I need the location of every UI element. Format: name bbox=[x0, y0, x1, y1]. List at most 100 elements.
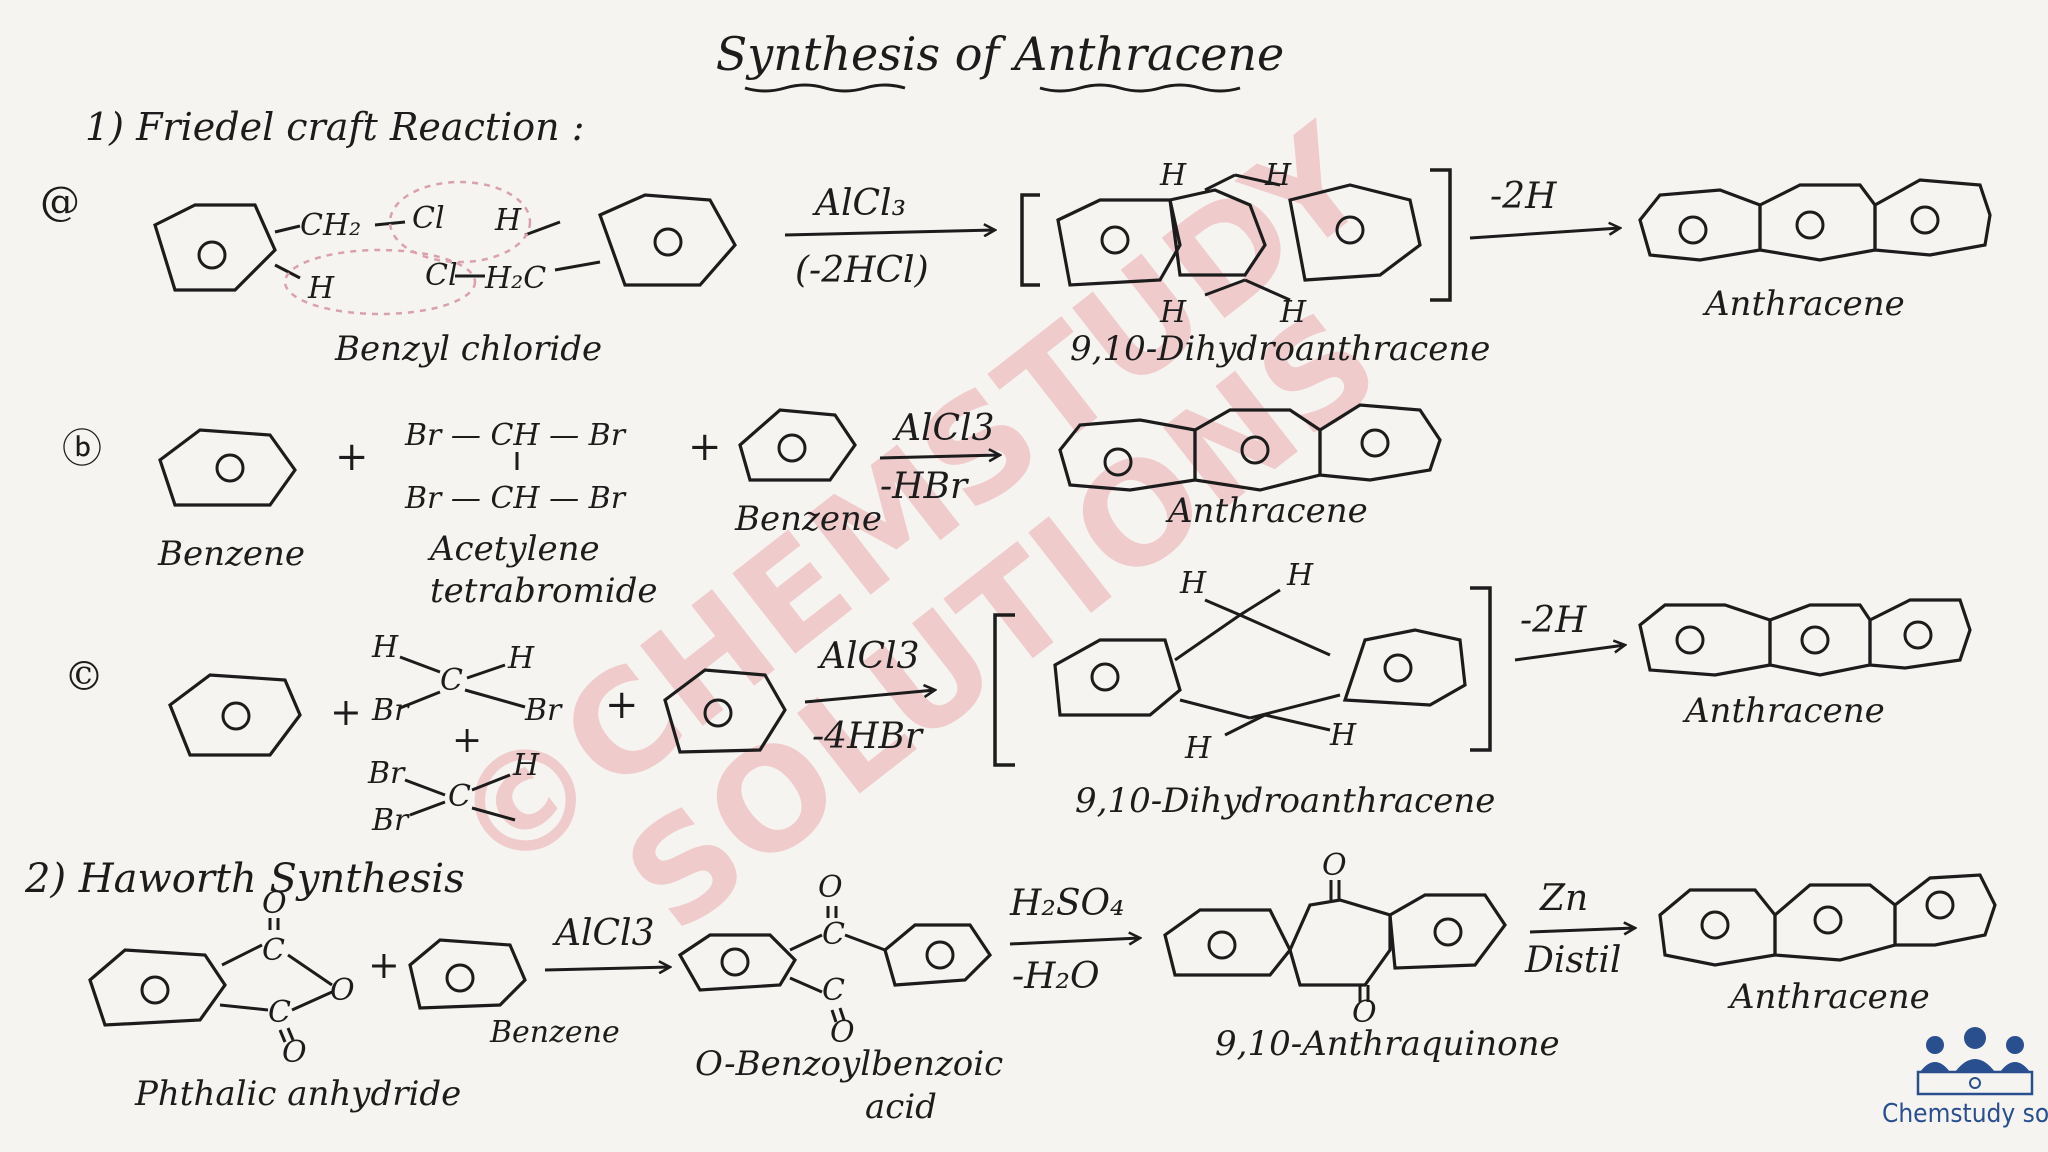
anthracene-label: Anthracene bbox=[1727, 977, 1930, 1017]
anthraquinone-label: 9,10-Anthraquinone bbox=[1215, 1024, 1560, 1064]
o-atom: O bbox=[818, 870, 843, 905]
plus-sign: + bbox=[452, 720, 482, 761]
benzene-label: Benzene bbox=[157, 534, 305, 574]
br-atom: Br bbox=[367, 756, 406, 791]
reagent-distil: Distil bbox=[1524, 940, 1621, 981]
dibromomethane-structure: H C H Br Br bbox=[371, 630, 563, 728]
o-atom: O bbox=[282, 1035, 307, 1070]
reagent-hbr: -HBr bbox=[880, 466, 969, 507]
acetylene-label: Acetylene bbox=[427, 529, 600, 569]
br-atom: Br bbox=[371, 803, 410, 838]
h-atom: H bbox=[507, 641, 535, 676]
benzoylbenzoic-label: acid bbox=[865, 1087, 937, 1127]
h2c-group: H₂C bbox=[484, 261, 546, 296]
benzene-ring bbox=[153, 203, 277, 292]
benzene-ring bbox=[1163, 908, 1292, 977]
page-title: Synthesis of Anthracene bbox=[716, 27, 1285, 81]
tetrabromide-label: tetrabromide bbox=[430, 571, 657, 611]
benzene-label: Benzene bbox=[734, 499, 882, 539]
row-a-marker: @ bbox=[40, 179, 80, 225]
row-c-marker: © bbox=[64, 654, 104, 700]
reagent-h2o: -H₂O bbox=[1012, 956, 1100, 997]
title-underline-2 bbox=[1039, 83, 1241, 93]
c-atom: C bbox=[440, 663, 463, 698]
chemstudy-logo: Chemstudy solution bbox=[1882, 1027, 2048, 1129]
c-atom: C bbox=[268, 995, 291, 1030]
acetylene-tetrabromide-structure: Br — CH — Br Br — CH — Br bbox=[404, 418, 627, 516]
benzene-ring bbox=[1388, 893, 1507, 970]
h-atom: H bbox=[494, 203, 522, 238]
cl-atom: Cl bbox=[412, 201, 445, 236]
anthracene-label: Anthracene bbox=[1165, 491, 1368, 531]
right-bracket bbox=[1430, 168, 1452, 302]
tetrabromide-line2: Br — CH — Br bbox=[404, 481, 627, 516]
reagent-alcl3: AlCl3 bbox=[892, 408, 994, 449]
tetrabromide-line1: Br — CH — Br bbox=[404, 418, 627, 453]
reaction-arrow bbox=[784, 230, 995, 235]
step-minus-2h: -2H bbox=[1520, 600, 1587, 641]
br-atom: Br bbox=[371, 693, 410, 728]
reagent-alcl3: AlCl3 bbox=[817, 636, 919, 677]
benzene-label: Benzene bbox=[489, 1015, 620, 1050]
o-atom: O bbox=[1352, 995, 1377, 1030]
h-atom: H bbox=[1184, 731, 1212, 766]
elimination-circle bbox=[283, 248, 477, 316]
anthraquinone-structure: O O bbox=[1163, 848, 1507, 1030]
benzene-ring bbox=[168, 673, 302, 757]
h-atom: H bbox=[1159, 158, 1187, 193]
benzene-ring bbox=[738, 408, 857, 482]
reagent-h2so4: H₂SO₄ bbox=[1009, 883, 1124, 924]
anthracene-structure bbox=[1658, 873, 1997, 967]
benzene-ring bbox=[1288, 183, 1422, 282]
reaction-arrow bbox=[1514, 645, 1625, 662]
reagent-alcl3: AlCl3 bbox=[552, 913, 654, 954]
reaction-arrow bbox=[1529, 928, 1635, 932]
h-atom: H bbox=[1279, 295, 1307, 330]
step-minus-2h: -2H bbox=[1490, 176, 1557, 217]
phthalic-anhydride-structure: C C O O O bbox=[88, 886, 355, 1070]
benzyl-chloride-label: Benzyl chloride bbox=[334, 329, 602, 369]
reaction-arrow bbox=[804, 690, 935, 704]
reagent-4hbr: -4HBr bbox=[812, 716, 924, 757]
reaction-arrow bbox=[544, 967, 670, 970]
c-atom: C bbox=[822, 917, 845, 952]
benzene-ring bbox=[663, 668, 787, 754]
plus-sign: + bbox=[330, 690, 362, 734]
benzene-ring bbox=[597, 193, 737, 287]
reagent-zn: Zn bbox=[1539, 878, 1588, 919]
br-atom: Br bbox=[524, 693, 563, 728]
h-atom: H bbox=[512, 748, 540, 783]
cl-atom: Cl bbox=[425, 258, 458, 293]
h-atom: H bbox=[1179, 566, 1207, 601]
h-atom: H bbox=[1329, 718, 1357, 753]
benzoylbenzoic-label: O-Benzoylbenzoic bbox=[695, 1044, 1003, 1084]
h-atom: H bbox=[1159, 295, 1187, 330]
logo-text: Chemstudy solution bbox=[1882, 1099, 2048, 1129]
reagent-hcl: (-2HCl) bbox=[795, 250, 929, 291]
benzoylbenzoic-acid-structure: C O C O bbox=[677, 870, 993, 1050]
reagent-alcl3: AlCl₃ bbox=[812, 183, 906, 224]
dihydroanthracene-structure: H H H H bbox=[993, 558, 1492, 767]
dibromomethane-structure: Br C H Br bbox=[367, 748, 540, 838]
left-bracket bbox=[1020, 193, 1040, 287]
dihydroanthracene-label: 9,10-Dihydroanthracene bbox=[1075, 781, 1495, 821]
plus-sign: + bbox=[368, 943, 400, 987]
h-atom: H bbox=[1264, 158, 1292, 193]
anthracene-structure bbox=[1638, 178, 1992, 262]
c-atom: C bbox=[822, 973, 845, 1008]
central-ring bbox=[1288, 898, 1392, 987]
section1-heading: 1) Friedel craft Reaction : bbox=[85, 105, 585, 149]
plus-sign: + bbox=[335, 434, 369, 480]
central-ring bbox=[1168, 188, 1267, 277]
h-atom: H bbox=[307, 271, 335, 306]
anthracene-label: Anthracene bbox=[1702, 284, 1905, 324]
benzene-ring bbox=[1053, 638, 1182, 717]
benzene-ring bbox=[883, 923, 993, 987]
o-atom: O bbox=[330, 973, 355, 1008]
reaction-arrow bbox=[1009, 938, 1140, 944]
benzene-ring bbox=[1056, 198, 1182, 287]
anthracene-structure bbox=[1058, 403, 1442, 492]
reaction-arrow bbox=[879, 455, 1000, 458]
benzene-ring bbox=[158, 428, 297, 507]
